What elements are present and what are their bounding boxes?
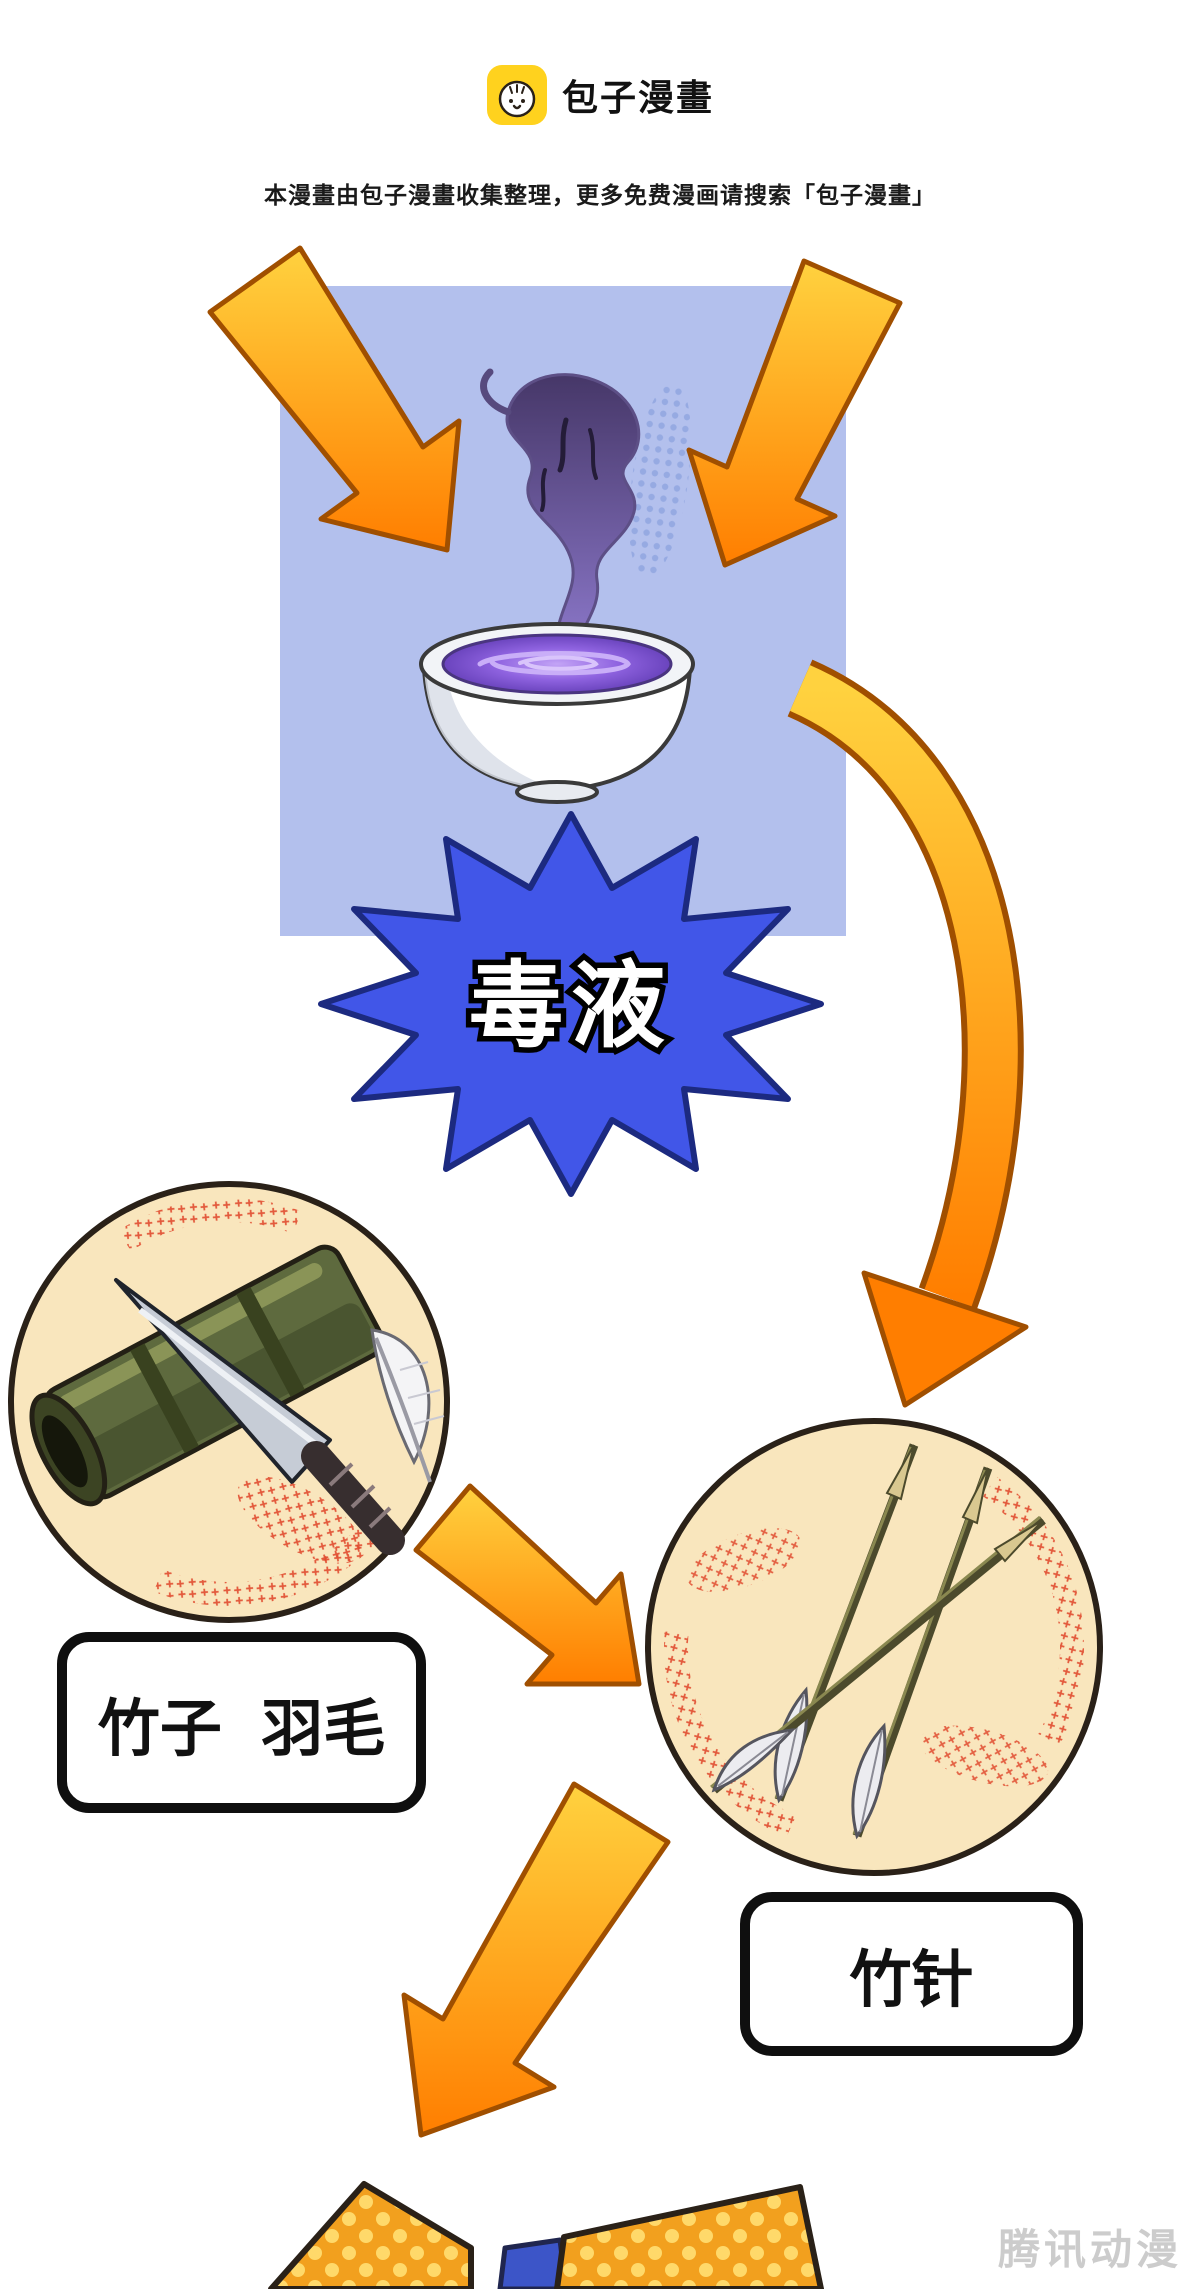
knife: [114, 1278, 405, 1555]
fabric-bottom-right: [554, 2184, 824, 2289]
fabric-bottom-center: [497, 2237, 569, 2289]
materials-label-box: 竹子 羽毛: [57, 1632, 426, 1813]
arrow-into-bowl-right: [686, 258, 903, 568]
brand-header: 包子漫畫: [0, 64, 1200, 126]
fabric-bottom: [268, 2181, 824, 2289]
needle-label-box: 竹针: [740, 1892, 1083, 2056]
materials-label: 竹子 羽毛: [97, 1694, 386, 1764]
halftone-shadow: [628, 380, 692, 580]
needle-label: 竹针: [849, 1946, 974, 2015]
disclaimer-text: 本漫畫由包子漫畫收集整理，更多免费漫画请搜索「包子漫畫」: [264, 182, 936, 208]
bamboo-needles: [710, 1443, 1046, 1840]
brand-name: 包子漫畫: [561, 77, 714, 118]
poison-label: 毒液: [469, 953, 673, 1058]
feather: [370, 1328, 445, 1483]
poison-starburst: 毒液: [318, 811, 824, 1197]
arrow-materials-to-needles: [413, 1483, 642, 1687]
baozi-logo-icon: [486, 65, 547, 125]
arrow-needles-down: [401, 1781, 671, 2138]
arrow-bowl-to-needles: [787, 659, 1029, 1408]
needles-circle: [645, 1418, 1103, 1876]
poison-bowl-illustration: [419, 622, 695, 804]
watermark: 腾讯动漫: [997, 2226, 1182, 2273]
fabric-bottom-left: [268, 2181, 474, 2289]
poison-smoke: [480, 368, 641, 660]
materials-circle: [8, 1181, 450, 1623]
arrow-into-bowl-left: [207, 245, 462, 553]
